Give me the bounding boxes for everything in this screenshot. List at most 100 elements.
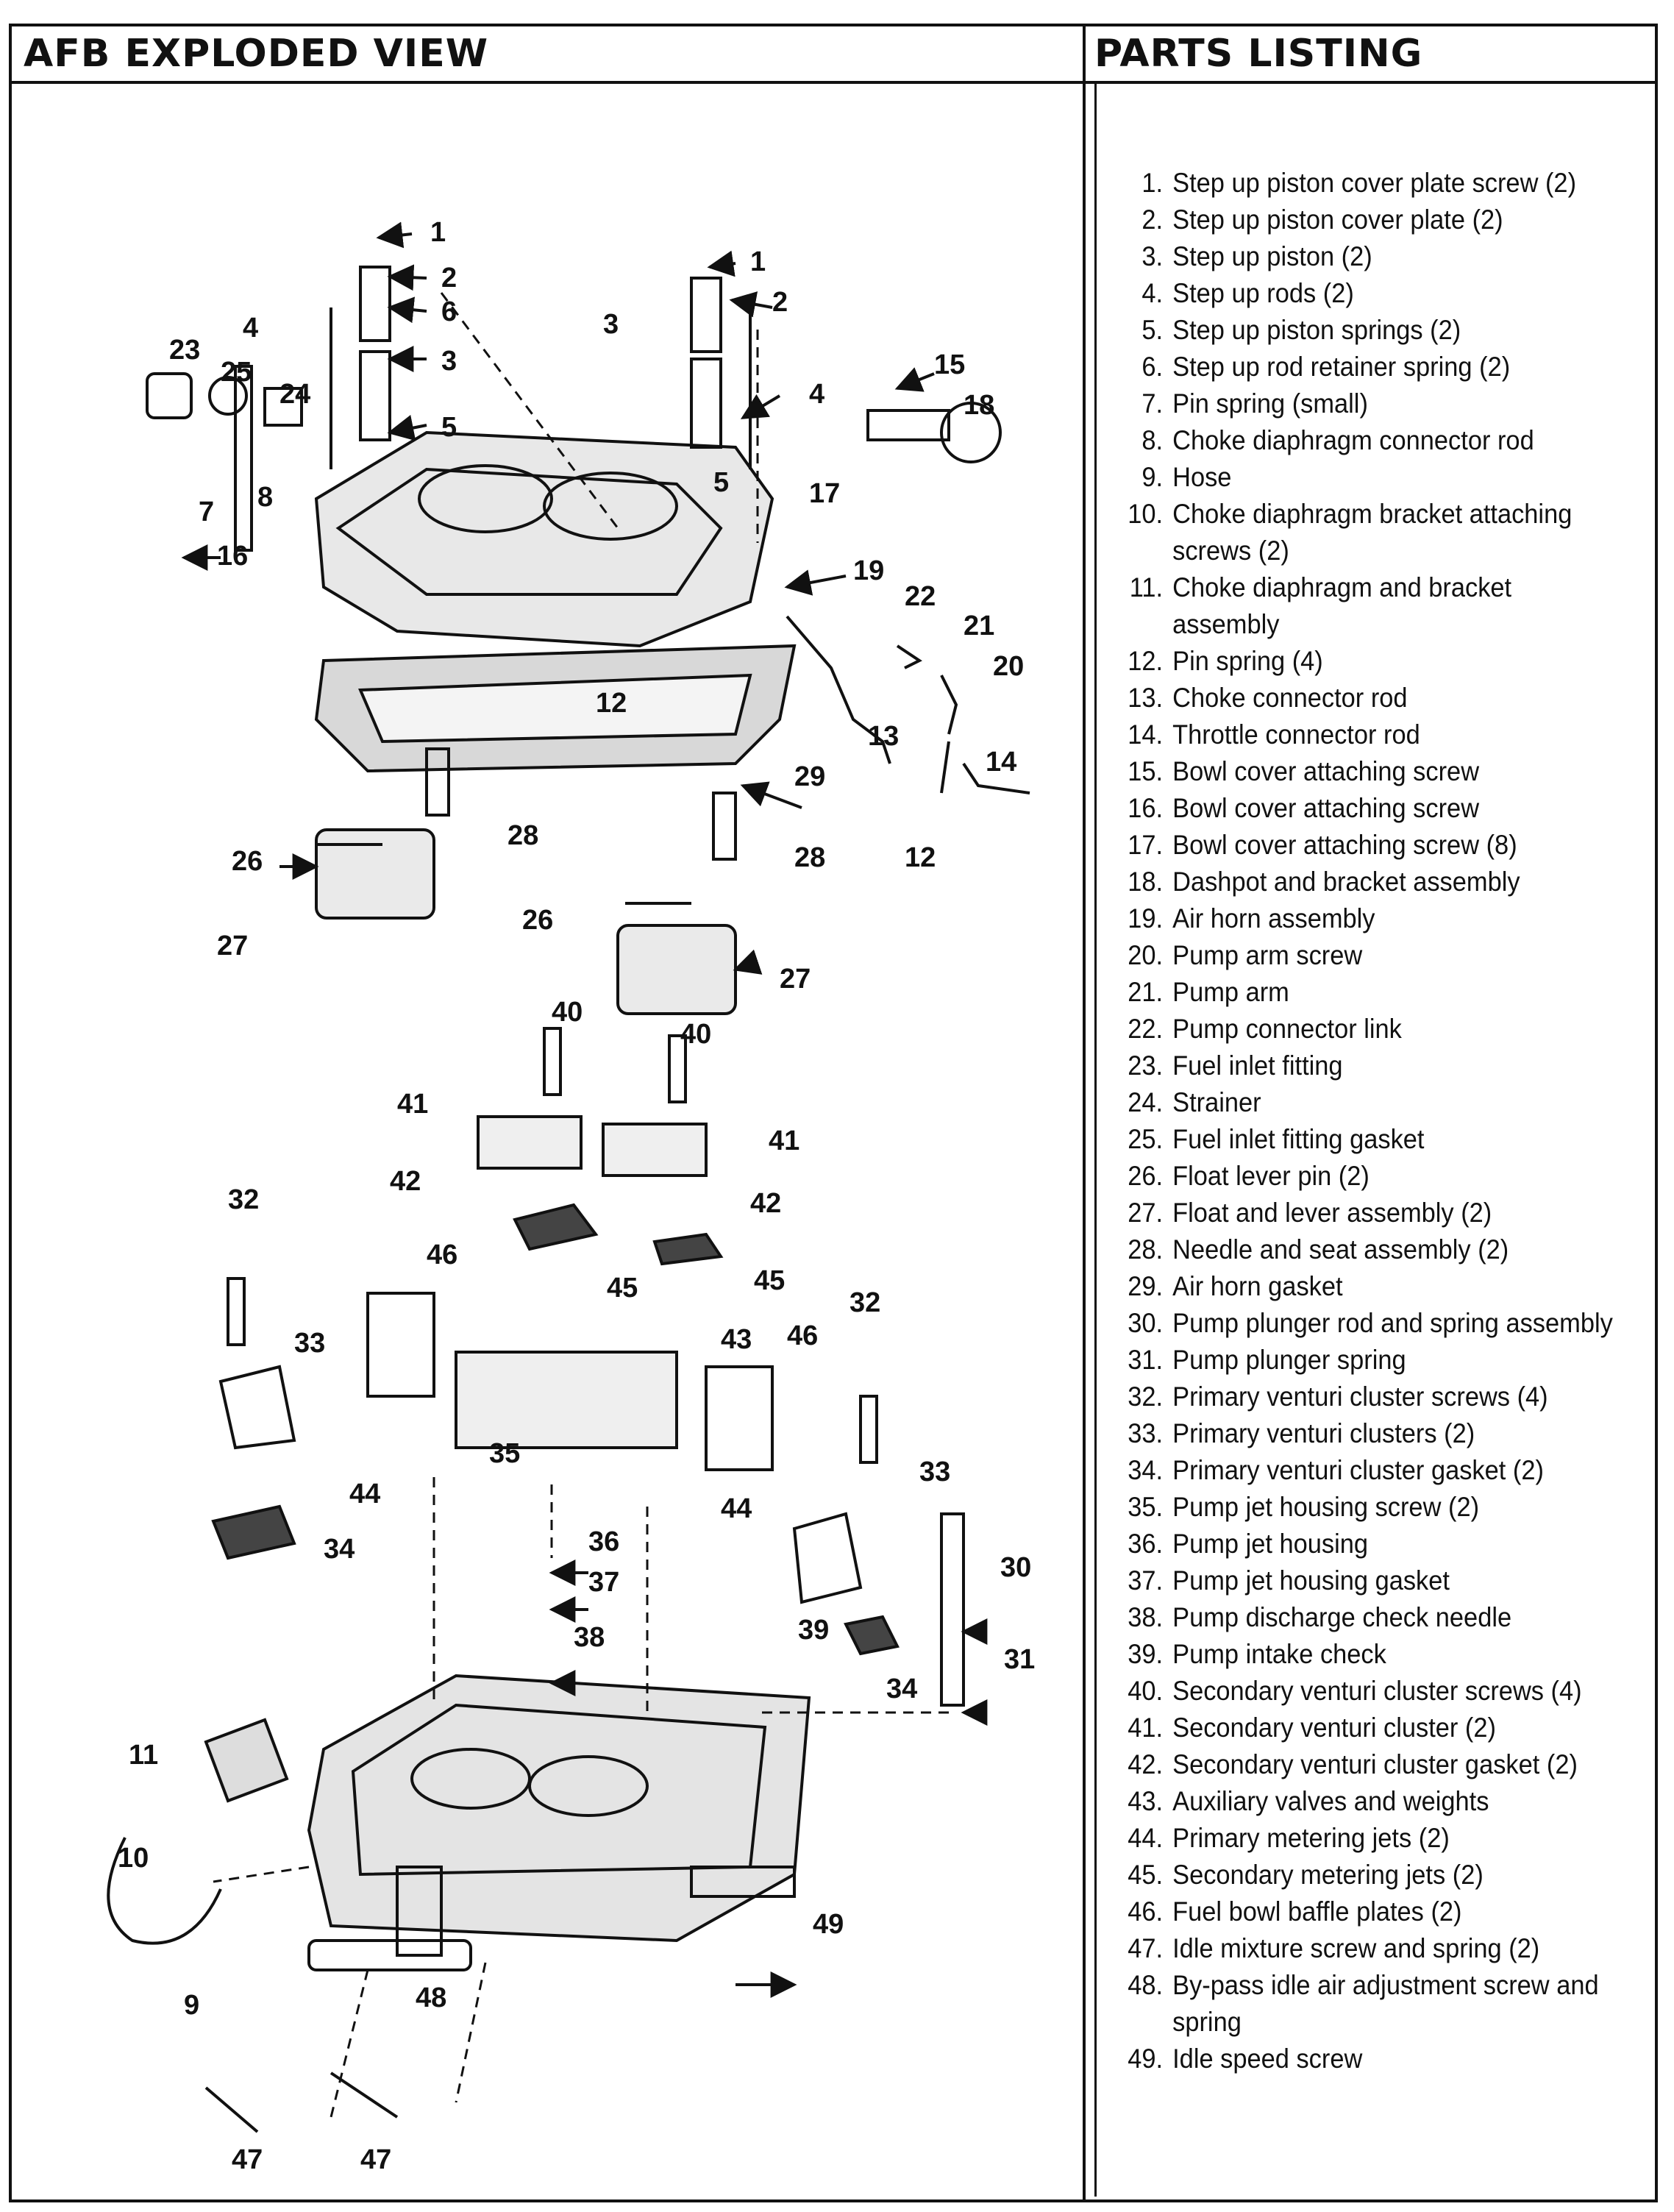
parts-list-item: 46.Fuel bowl baffle plates (2) [1115,1893,1621,1930]
parts-list-item: 3.Step up piston (2) [1115,238,1621,275]
part-number: 19. [1128,903,1164,933]
callout-2b: 2 [772,287,788,318]
parts-list-item: 11.Choke diaphragm and bracket assembly [1115,569,1621,643]
main-body-group [107,1674,811,2133]
part-number: 45. [1128,1860,1164,1890]
part-number: 18. [1128,867,1164,897]
parts-listing-header: PARTS LISTING [1083,26,1655,84]
callout-5a: 5 [441,412,457,443]
callout-42b: 42 [750,1188,781,1219]
inner-border-line [1094,84,1097,2197]
callout-20: 20 [993,651,1024,682]
part-number: 43. [1128,1786,1164,1816]
callout-46b: 46 [787,1320,818,1351]
part-description: Secondary venturi cluster gasket (2) [1172,1749,1578,1779]
part-description: Secondary venturi cluster screws (4) [1172,1676,1582,1706]
callout-23: 23 [169,335,200,366]
part-description: Pump jet housing gasket [1172,1565,1450,1596]
part-number: 40. [1128,1676,1164,1706]
callout-32a: 32 [228,1184,259,1215]
part-number: 13. [1128,683,1164,713]
callout-31: 31 [1004,1644,1035,1675]
part-number: 39. [1128,1639,1164,1669]
part-number: 23. [1128,1050,1164,1081]
parts-list-item: 32.Primary venturi cluster screws (4) [1115,1379,1621,1415]
part-number: 20. [1128,940,1164,970]
part-description: Primary venturi cluster screws (4) [1172,1381,1548,1412]
air-horn-group [146,266,1002,773]
callout-18: 18 [964,390,994,421]
parts-list-item: 29. Air horn gasket [1115,1268,1621,1305]
part-number: 46. [1128,1896,1164,1927]
part-number: 21. [1128,977,1164,1007]
callout-7: 7 [199,497,214,527]
parts-list-item: 40. Secondary venturi cluster screws (4) [1115,1673,1621,1710]
part-description: Primary venturi cluster gasket (2) [1172,1455,1544,1485]
parts-list-item: 48.By-pass idle air adjustment screw and… [1115,1967,1621,2041]
part-number: 2. [1141,205,1164,235]
parts-list-item: 13.Choke connector rod [1115,680,1621,716]
part-number: 7. [1141,388,1164,419]
callout-34b: 34 [886,1674,917,1704]
pump-linkage-group [786,615,1030,794]
callout-21: 21 [964,611,994,641]
part-number: 17. [1128,830,1164,860]
parts-list-item: 22.Pump connector link [1115,1011,1621,1048]
callout-12b: 12 [905,842,936,873]
part-number: 25. [1128,1124,1164,1154]
part-description: Pump jet housing screw (2) [1172,1492,1480,1522]
callout-39: 39 [798,1615,829,1646]
part-number: 29. [1128,1271,1164,1301]
parts-list-item: 45.Secondary metering jets (2) [1115,1857,1621,1893]
callout-1a: 1 [430,217,446,248]
parts-list-item: 14.Throttle connector rod [1115,716,1621,753]
part-number: 14. [1128,719,1164,750]
parts-list-item: 42.Secondary venturi cluster gasket (2) [1115,1746,1621,1783]
parts-list-item: 28.Needle and seat assembly (2) [1115,1231,1621,1268]
part-description: Pump discharge check needle [1172,1602,1512,1632]
callout-5b: 5 [713,467,729,498]
part-description: Air horn gasket [1172,1271,1343,1301]
part-description: Dashpot and bracket assembly [1172,867,1520,897]
part-number: 6. [1141,352,1164,382]
part-description: Pump jet housing [1172,1529,1369,1559]
callout-11: 11 [129,1740,158,1771]
venturi-group [211,1027,965,1707]
callout-1b: 1 [750,246,766,277]
part-number: 31. [1128,1345,1164,1375]
callout-24: 24 [279,379,310,410]
callout-12a: 12 [596,688,627,719]
callout-47b: 47 [360,2144,391,2175]
callout-19: 19 [853,555,884,586]
part-description: Bowl cover attaching screw (8) [1172,830,1517,860]
parts-list-item: 25.Fuel inlet fitting gasket [1115,1121,1621,1158]
callout-46a: 46 [427,1240,457,1270]
part-description: Pump intake check [1172,1639,1386,1669]
callout-34a: 34 [324,1534,355,1565]
exploded-view-header: AFB EXPLODED VIEW [12,26,1083,84]
callout-44a: 44 [349,1479,380,1509]
callout-30: 30 [1000,1552,1031,1583]
part-number: 8. [1141,425,1164,455]
part-description: Pump arm screw [1172,940,1363,970]
part-description: Choke diaphragm and bracket assembly [1172,572,1512,639]
part-number: 36. [1128,1529,1164,1559]
part-description: Step up piston cover plate screw (2) [1172,168,1577,198]
part-description: Step up piston cover plate (2) [1172,205,1503,235]
callout-38: 38 [574,1622,605,1653]
callout-32b: 32 [850,1287,880,1318]
parts-list-item: 39. Pump intake check [1115,1636,1621,1673]
callout-27a: 27 [217,931,248,961]
part-number: 15. [1128,756,1164,786]
part-description: Float and lever assembly (2) [1172,1198,1492,1228]
parts-list-item: 16.Bowl cover attaching screw [1115,790,1621,827]
part-description: Step up rod retainer spring (2) [1172,352,1511,382]
part-number: 37. [1128,1565,1164,1596]
parts-list-item: 30.Pump plunger rod and spring assembly [1115,1305,1621,1342]
callout-leaders [181,221,988,1998]
part-number: 1. [1141,168,1164,198]
part-description: Pin spring (small) [1172,388,1368,419]
callout-17: 17 [809,478,840,509]
callout-40b: 40 [680,1019,711,1050]
callout-40a: 40 [552,997,583,1028]
